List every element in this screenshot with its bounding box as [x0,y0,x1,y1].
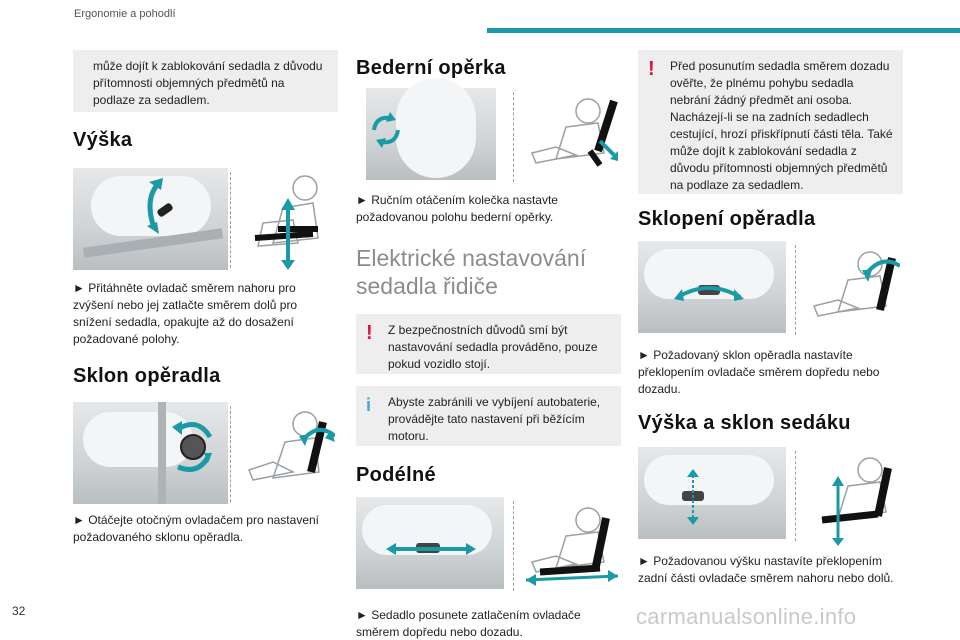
vyska-sklon-figure [638,447,903,546]
podelne-figure [356,497,621,593]
lumbar-diagram [530,98,618,167]
cushion-tilt-diagram [821,457,892,546]
info-box: i Abyste zabránili ve vybíjení autobater… [356,386,621,446]
page-header: Ergonomie a pohodlí [0,0,960,40]
info-icon: i [366,395,372,415]
watermark: carmanualsonline.info [636,604,857,629]
podelne-heading: Podélné [356,464,436,486]
bederni-heading: Bederní opěrka [356,57,506,79]
warning-box-2: ! Z bezpečnostních důvodů smí být nastav… [356,314,621,374]
seat-height-diagram [254,175,319,270]
vyska-sklon-text: ► Požadovanou výšku nastavíte překlopení… [638,554,894,585]
vyska-text: ► Přitáhněte ovladač směrem nahoru pro z… [73,281,298,346]
seat-recline-photo [73,402,228,504]
continued-warning-box: může dojít k zablokování sedadla z důvod… [73,50,338,112]
warning-text-2: Z bezpečnostních důvodů smí být nastavov… [388,323,598,371]
cushion-tilt-photo [638,447,786,539]
sklopeni-figure [638,241,903,337]
sklopeni-heading: Sklopení opěradla [638,208,816,230]
seat-recline-diagram [248,411,335,481]
sklopeni-text: ► Požadovaný sklon opěradla nastavíte př… [638,348,880,396]
vyska-sklon-heading: Výška a sklon sedáku [638,412,851,434]
backrest-tilt-photo [638,241,786,333]
column-3: ! Před posunutím sedadla směrem dozadu o… [638,50,903,587]
seat-slide-photo [356,497,504,589]
vyska-heading: Výška [73,129,133,151]
vyska-figure [73,168,338,270]
sklon-figure [73,402,338,504]
elektricke-heading: Elektrické nastavování sedadla řidiče [356,245,587,299]
bederni-text: ► Ručním otáčením kolečka nastavte požad… [356,193,558,224]
column-2: Bederní opěrka ► Ručním otáčením kolečka… [356,50,621,640]
warning-text-3: Před posunutím sedadla směrem dozadu ově… [670,59,893,192]
sklon-heading: Sklon opěradla [73,365,221,387]
warning-icon: ! [366,322,373,344]
seat-height-photo [73,168,228,270]
header-accent-bar [487,28,960,33]
column-1: může dojít k zablokování sedadla z důvod… [73,50,338,546]
bederni-figure [356,78,621,184]
warning-box-3: ! Před posunutím sedadla směrem dozadu o… [638,50,903,194]
section-title: Ergonomie a pohodlí [74,8,176,20]
lumbar-photo [366,78,496,180]
seat-slide-diagram [526,507,618,586]
info-text: Abyste zabránili ve vybíjení autobaterie… [388,395,601,443]
podelne-text: ► Sedadlo posunete zatlačením ovladače s… [356,608,581,639]
continued-warning-text: může dojít k zablokování sedadla z důvod… [93,59,323,107]
page-number: 32 [12,604,26,618]
backrest-tilt-diagram [812,251,900,317]
sklon-text: ► Otáčejte otočným ovladačem pro nastave… [73,513,319,544]
warning-icon: ! [648,58,655,80]
